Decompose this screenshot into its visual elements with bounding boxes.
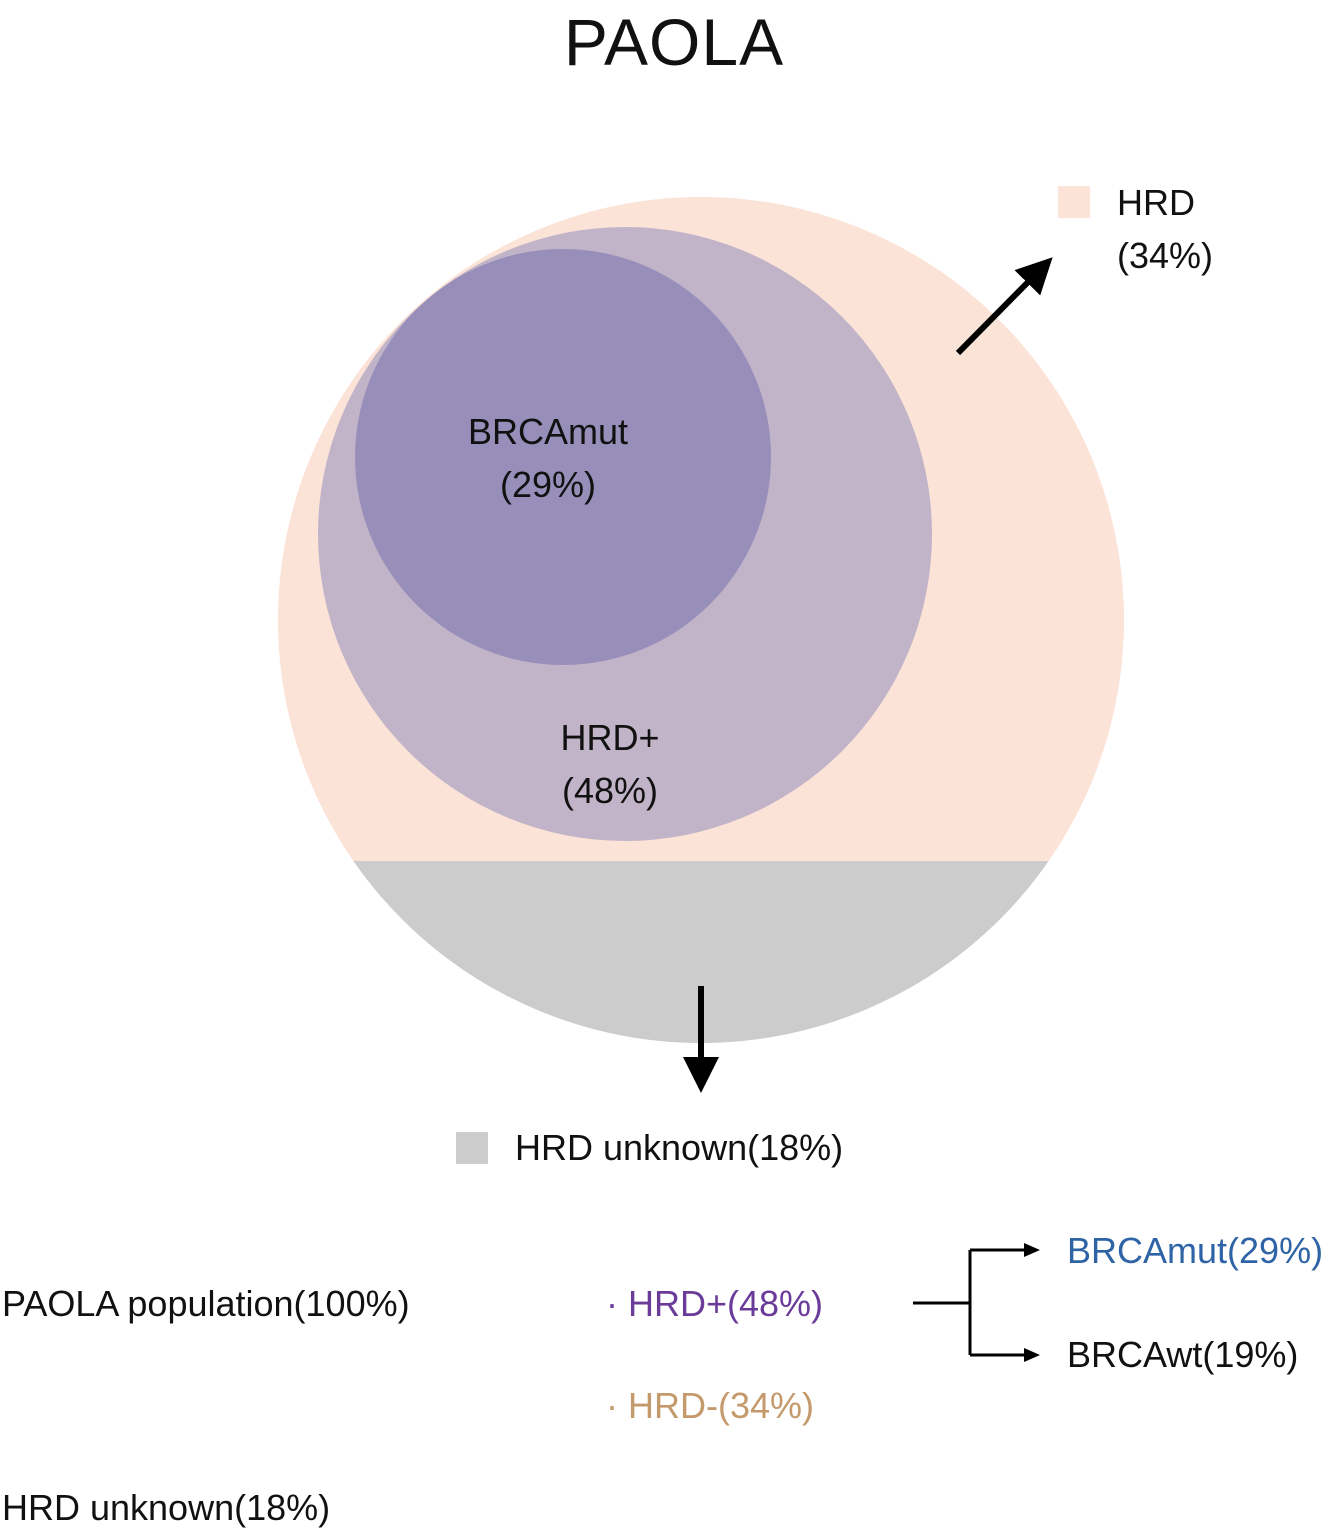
hrd-plus-breakdown-label: · HRD+(48%) (606, 1283, 824, 1324)
brcamut-label: BRCAmut (29%) (433, 405, 663, 511)
hrd-unknown-region (278, 861, 1124, 1043)
hrd-legend-pct: (34%) (1117, 235, 1214, 276)
brcamut-circle (355, 249, 771, 665)
brcamut-name: BRCAmut (467, 411, 629, 452)
hrd-legend-label: HRD (34%) (1117, 176, 1213, 282)
hrd-plus-label: HRD+ (48%) (495, 711, 725, 817)
arrowhead-brcamut (1024, 1243, 1040, 1257)
hrd-minus-breakdown-label: · HRD-(34%) (606, 1385, 815, 1426)
hrd-plus-name: HRD+ (560, 717, 660, 758)
hrd-arrow (955, 257, 1053, 356)
hrd-unknown-legend-swatch (456, 1132, 488, 1164)
brcamut-pct: (29%) (499, 464, 597, 505)
hrd-legend-swatch (1058, 186, 1090, 218)
arrowhead-brcawt (1024, 1348, 1040, 1362)
breakdown-bracket (913, 1248, 1026, 1357)
brcamut-breakdown-label: BRCAmut(29%) (1067, 1230, 1324, 1271)
hrd-unknown-legend-label: HRD unknown(18%) (515, 1127, 844, 1168)
diagram-title: PAOLA (563, 5, 785, 79)
hrd-unknown-breakdown-label: HRD unknown(18%) (2, 1487, 331, 1528)
population-label: PAOLA population(100%) (2, 1283, 410, 1324)
hrd-legend-name: HRD (1117, 182, 1195, 223)
brcawt-breakdown-label: BRCAwt(19%) (1067, 1334, 1299, 1375)
hrd-plus-pct: (48%) (561, 770, 659, 811)
